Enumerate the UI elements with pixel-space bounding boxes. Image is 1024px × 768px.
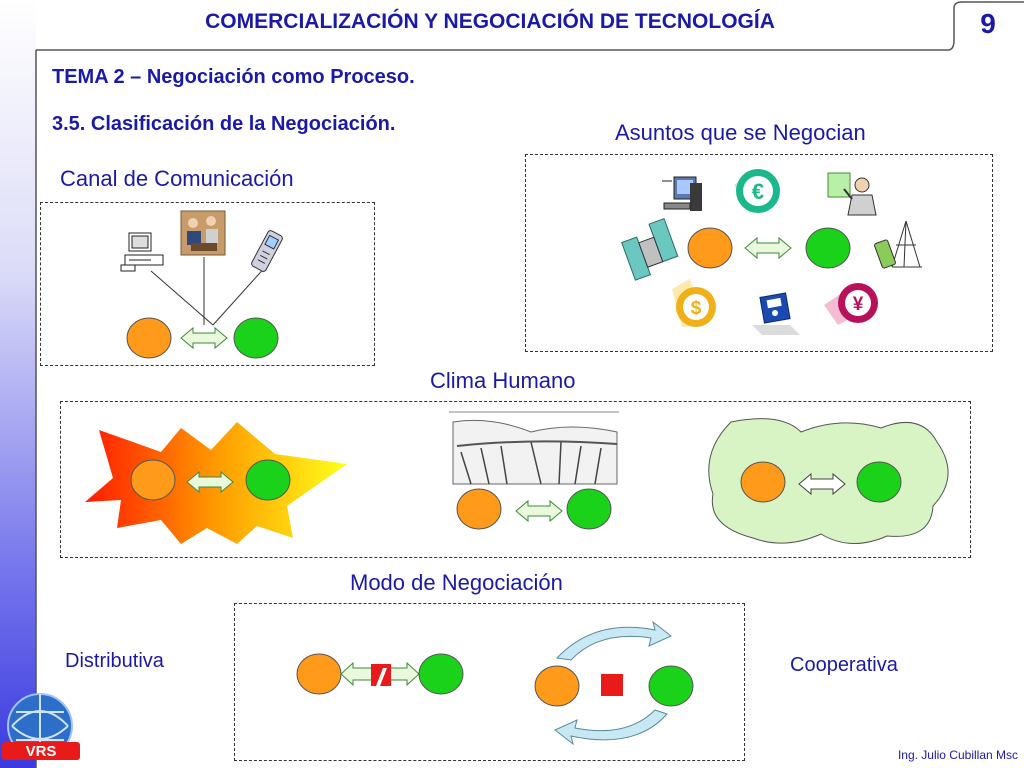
green-party-circle (805, 227, 851, 269)
orange-party-circle (456, 488, 502, 530)
clima-panel (60, 401, 971, 558)
modo-panel (234, 603, 745, 761)
green-party-circle (233, 317, 279, 359)
double-arrow-icon (186, 470, 234, 494)
university-logo-icon: VRS (2, 693, 80, 760)
double-arrow-icon (180, 326, 228, 350)
green-party-circle (648, 665, 694, 707)
tug-of-war-illustration-icon (449, 411, 619, 485)
section-title: 3.5. Clasificación de la Negociación. (52, 113, 396, 135)
footer-author: Ing. Julio Cubillan Msc (897, 748, 1018, 762)
double-arrow-icon (744, 236, 792, 260)
cycle-arrow-top-icon (555, 620, 672, 661)
workstation-icon (662, 176, 702, 211)
page-number: 9 (980, 8, 996, 39)
antenna-phone-icon (874, 220, 922, 269)
cellphone-icon (251, 230, 283, 272)
orange-party-circle (126, 317, 172, 359)
asuntos-diagram: € (621, 169, 922, 335)
satellite-icon (621, 218, 679, 281)
cycle-arrow-bottom-icon (554, 709, 668, 746)
orange-party-circle (296, 653, 342, 695)
green-party-circle (856, 461, 902, 503)
computer-icon (120, 232, 164, 272)
clima-diagram (85, 411, 949, 545)
orange-party-circle (534, 665, 580, 707)
topic-title: TEMA 2 – Negociación como Proceso. (52, 66, 415, 88)
yen-icon: ¥ (824, 283, 878, 325)
orange-party-circle (130, 459, 176, 501)
dollar-icon: $ (672, 279, 716, 327)
svg-text:VRS: VRS (26, 743, 57, 760)
euro-icon: € (734, 169, 780, 213)
distributiva-label: Distributiva (65, 650, 164, 672)
asuntos-label: Asuntos que se Negocian (615, 120, 866, 145)
svg-text:€: € (752, 179, 764, 204)
svg-text:$: $ (691, 298, 702, 319)
double-arrow-icon (515, 499, 563, 523)
canal-panel (40, 202, 375, 366)
orange-party-circle (740, 461, 786, 503)
conflict-crack-icon (376, 668, 387, 686)
asuntos-panel: € (525, 154, 993, 352)
green-party-circle (245, 459, 291, 501)
cooperativa-label: Cooperativa (790, 654, 898, 676)
double-arrow-icon (798, 472, 846, 496)
header-title: COMERCIALIZACIÓN Y NEGOCIACIÓN DE TECNOL… (205, 10, 775, 33)
canal-diagram (120, 210, 283, 359)
modo-label: Modo de Negociación (350, 570, 563, 595)
shared-problem-icon (601, 674, 623, 696)
clima-label: Clima Humano (430, 368, 576, 393)
green-party-circle (566, 488, 612, 530)
green-party-circle (418, 653, 464, 695)
presenter-icon (827, 172, 877, 216)
orange-party-circle (687, 227, 733, 269)
left-gradient-bar (0, 0, 36, 768)
modo-diagram (296, 620, 694, 746)
canal-label: Canal de Comunicación (60, 166, 294, 191)
floppy-disk-icon (752, 292, 800, 335)
meeting-people-icon (180, 210, 226, 256)
svg-text:¥: ¥ (853, 294, 864, 315)
